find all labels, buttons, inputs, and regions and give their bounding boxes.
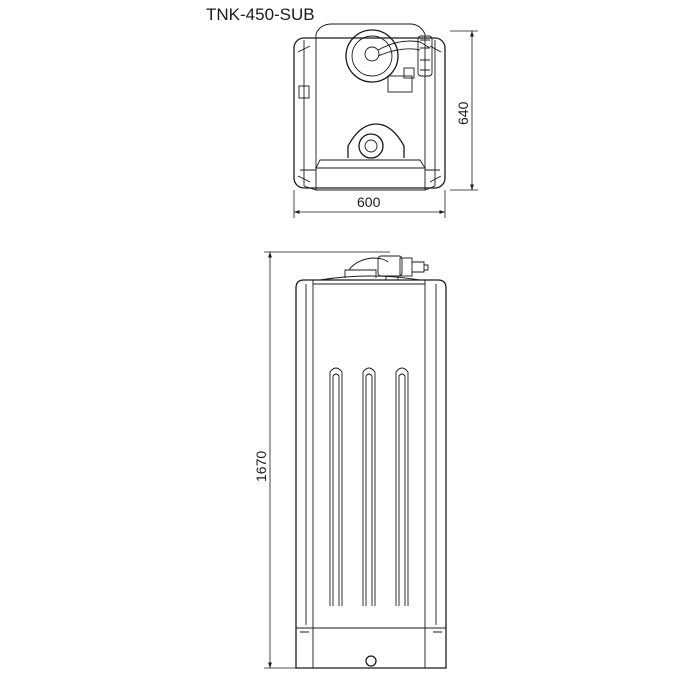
control-box-cap [403, 67, 415, 79]
outlet-boss [347, 123, 405, 158]
outlet-port-hole [364, 139, 378, 153]
height-label: 1670 [253, 451, 269, 482]
front-view-base [296, 627, 446, 668]
top-view [293, 23, 446, 191]
model-title: TNK-450-SUB [206, 5, 315, 24]
inlet-port-hole [364, 46, 380, 62]
outlet-port [358, 133, 384, 159]
inlet-port [345, 29, 399, 83]
front-view-fittings [344, 255, 429, 280]
top-view-base-step [300, 169, 440, 191]
front-view-side-panels [305, 280, 437, 630]
top-view-left-panel [297, 34, 317, 190]
depth-dimension: 640 [450, 30, 478, 191]
drain-port [365, 655, 377, 667]
top-view-inner-panel [315, 23, 426, 169]
depth-label: 640 [455, 101, 471, 125]
front-view-top-cap [313, 275, 425, 285]
front-view-ribs [329, 367, 409, 606]
width-dimension: 600 [293, 190, 446, 218]
control-box [387, 75, 413, 93]
inlet-port-ring [351, 35, 393, 77]
pump-pipe [377, 40, 431, 57]
front-view [295, 255, 447, 669]
front-view-outline [295, 279, 447, 669]
pump-fittings [420, 39, 430, 71]
pump-unit [417, 35, 433, 77]
top-view-right-panel [424, 34, 442, 190]
width-label: 600 [357, 194, 381, 210]
top-view-left-nub [298, 85, 310, 99]
height-dimension: 1670 [253, 251, 390, 669]
top-view-outline [293, 37, 446, 189]
